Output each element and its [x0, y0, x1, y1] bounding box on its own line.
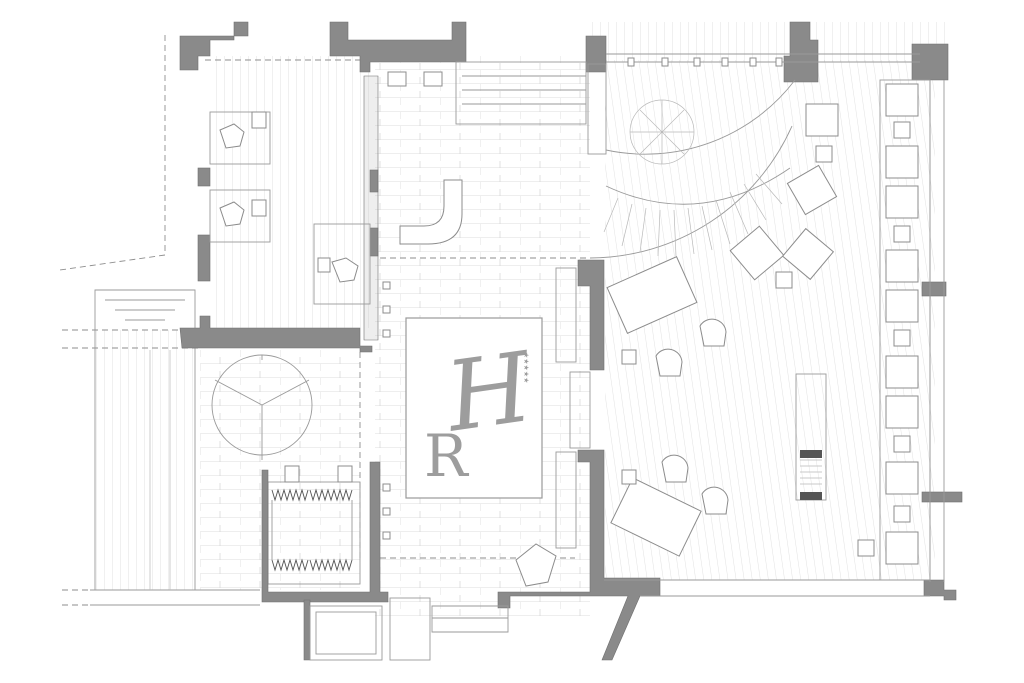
entry-steps — [387, 61, 607, 155]
office-furniture — [209, 111, 371, 305]
top-walkway — [590, 22, 950, 62]
terrace-steps — [90, 289, 260, 606]
bottom-core — [309, 597, 509, 661]
spiral-staircase — [589, 79, 796, 259]
logo-stars: ★★★★★ — [522, 352, 530, 383]
logo-letter-h: H — [438, 331, 541, 454]
revolving-door — [211, 354, 313, 460]
window-posts — [627, 57, 783, 67]
entrance-floor — [200, 350, 360, 590]
office-floor — [210, 56, 370, 328]
logo-letter-r: R — [424, 422, 470, 490]
column-markers — [382, 281, 391, 540]
rug-border — [405, 317, 543, 499]
terrace-floor — [90, 330, 200, 590]
walls — [179, 21, 963, 661]
lounge-furniture — [515, 103, 875, 587]
lobby-rug: H R ★★★★★ — [405, 317, 543, 499]
reception-counter — [399, 179, 591, 549]
banquette — [879, 79, 931, 581]
